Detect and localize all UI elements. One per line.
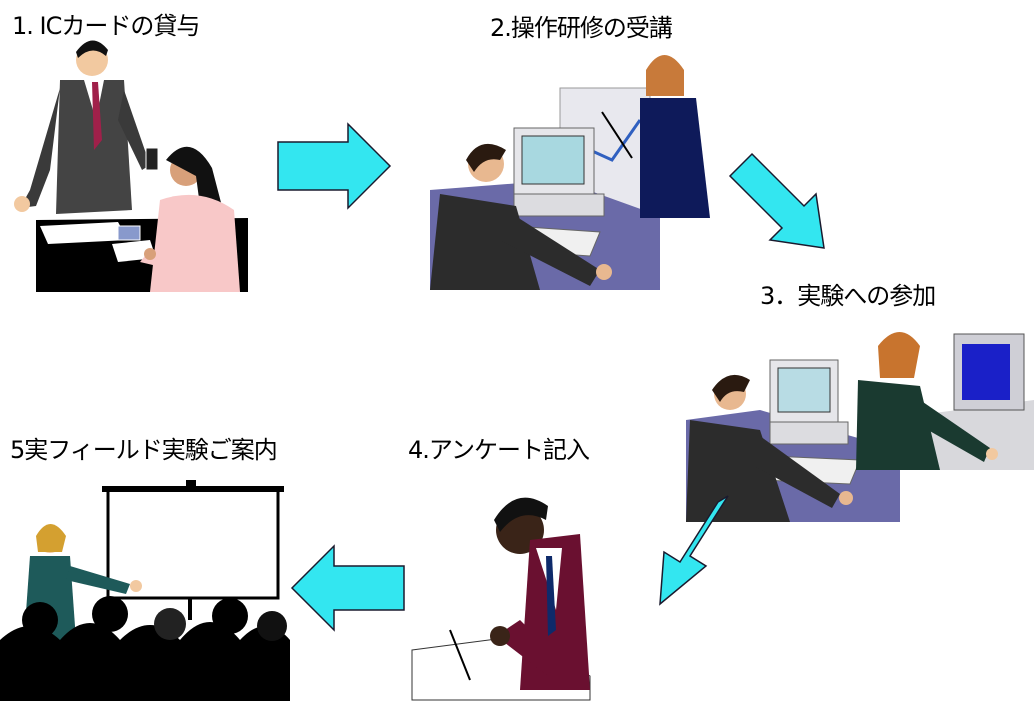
arrow-down-left-icon — [659, 495, 729, 606]
arrow-down-right-icon — [728, 152, 825, 249]
step-1-label: 1. ICカードの貸与 — [12, 12, 200, 40]
step-5-illustration — [0, 480, 290, 701]
arrow-right-icon — [277, 122, 392, 210]
step-3-illustration — [686, 332, 1034, 522]
step-4-label: 4.アンケート記入 — [408, 436, 590, 464]
step-2-illustration — [430, 55, 710, 290]
step-3-label: 3．実験への参加 — [760, 282, 936, 310]
step-2-label: 2.操作研修の受講 — [490, 14, 673, 42]
arrow-left-icon — [290, 544, 405, 632]
step-4-illustration — [411, 497, 591, 701]
step-5-label: 5実フィールド実験ご案内 — [10, 436, 278, 464]
step-1-illustration — [14, 40, 248, 292]
